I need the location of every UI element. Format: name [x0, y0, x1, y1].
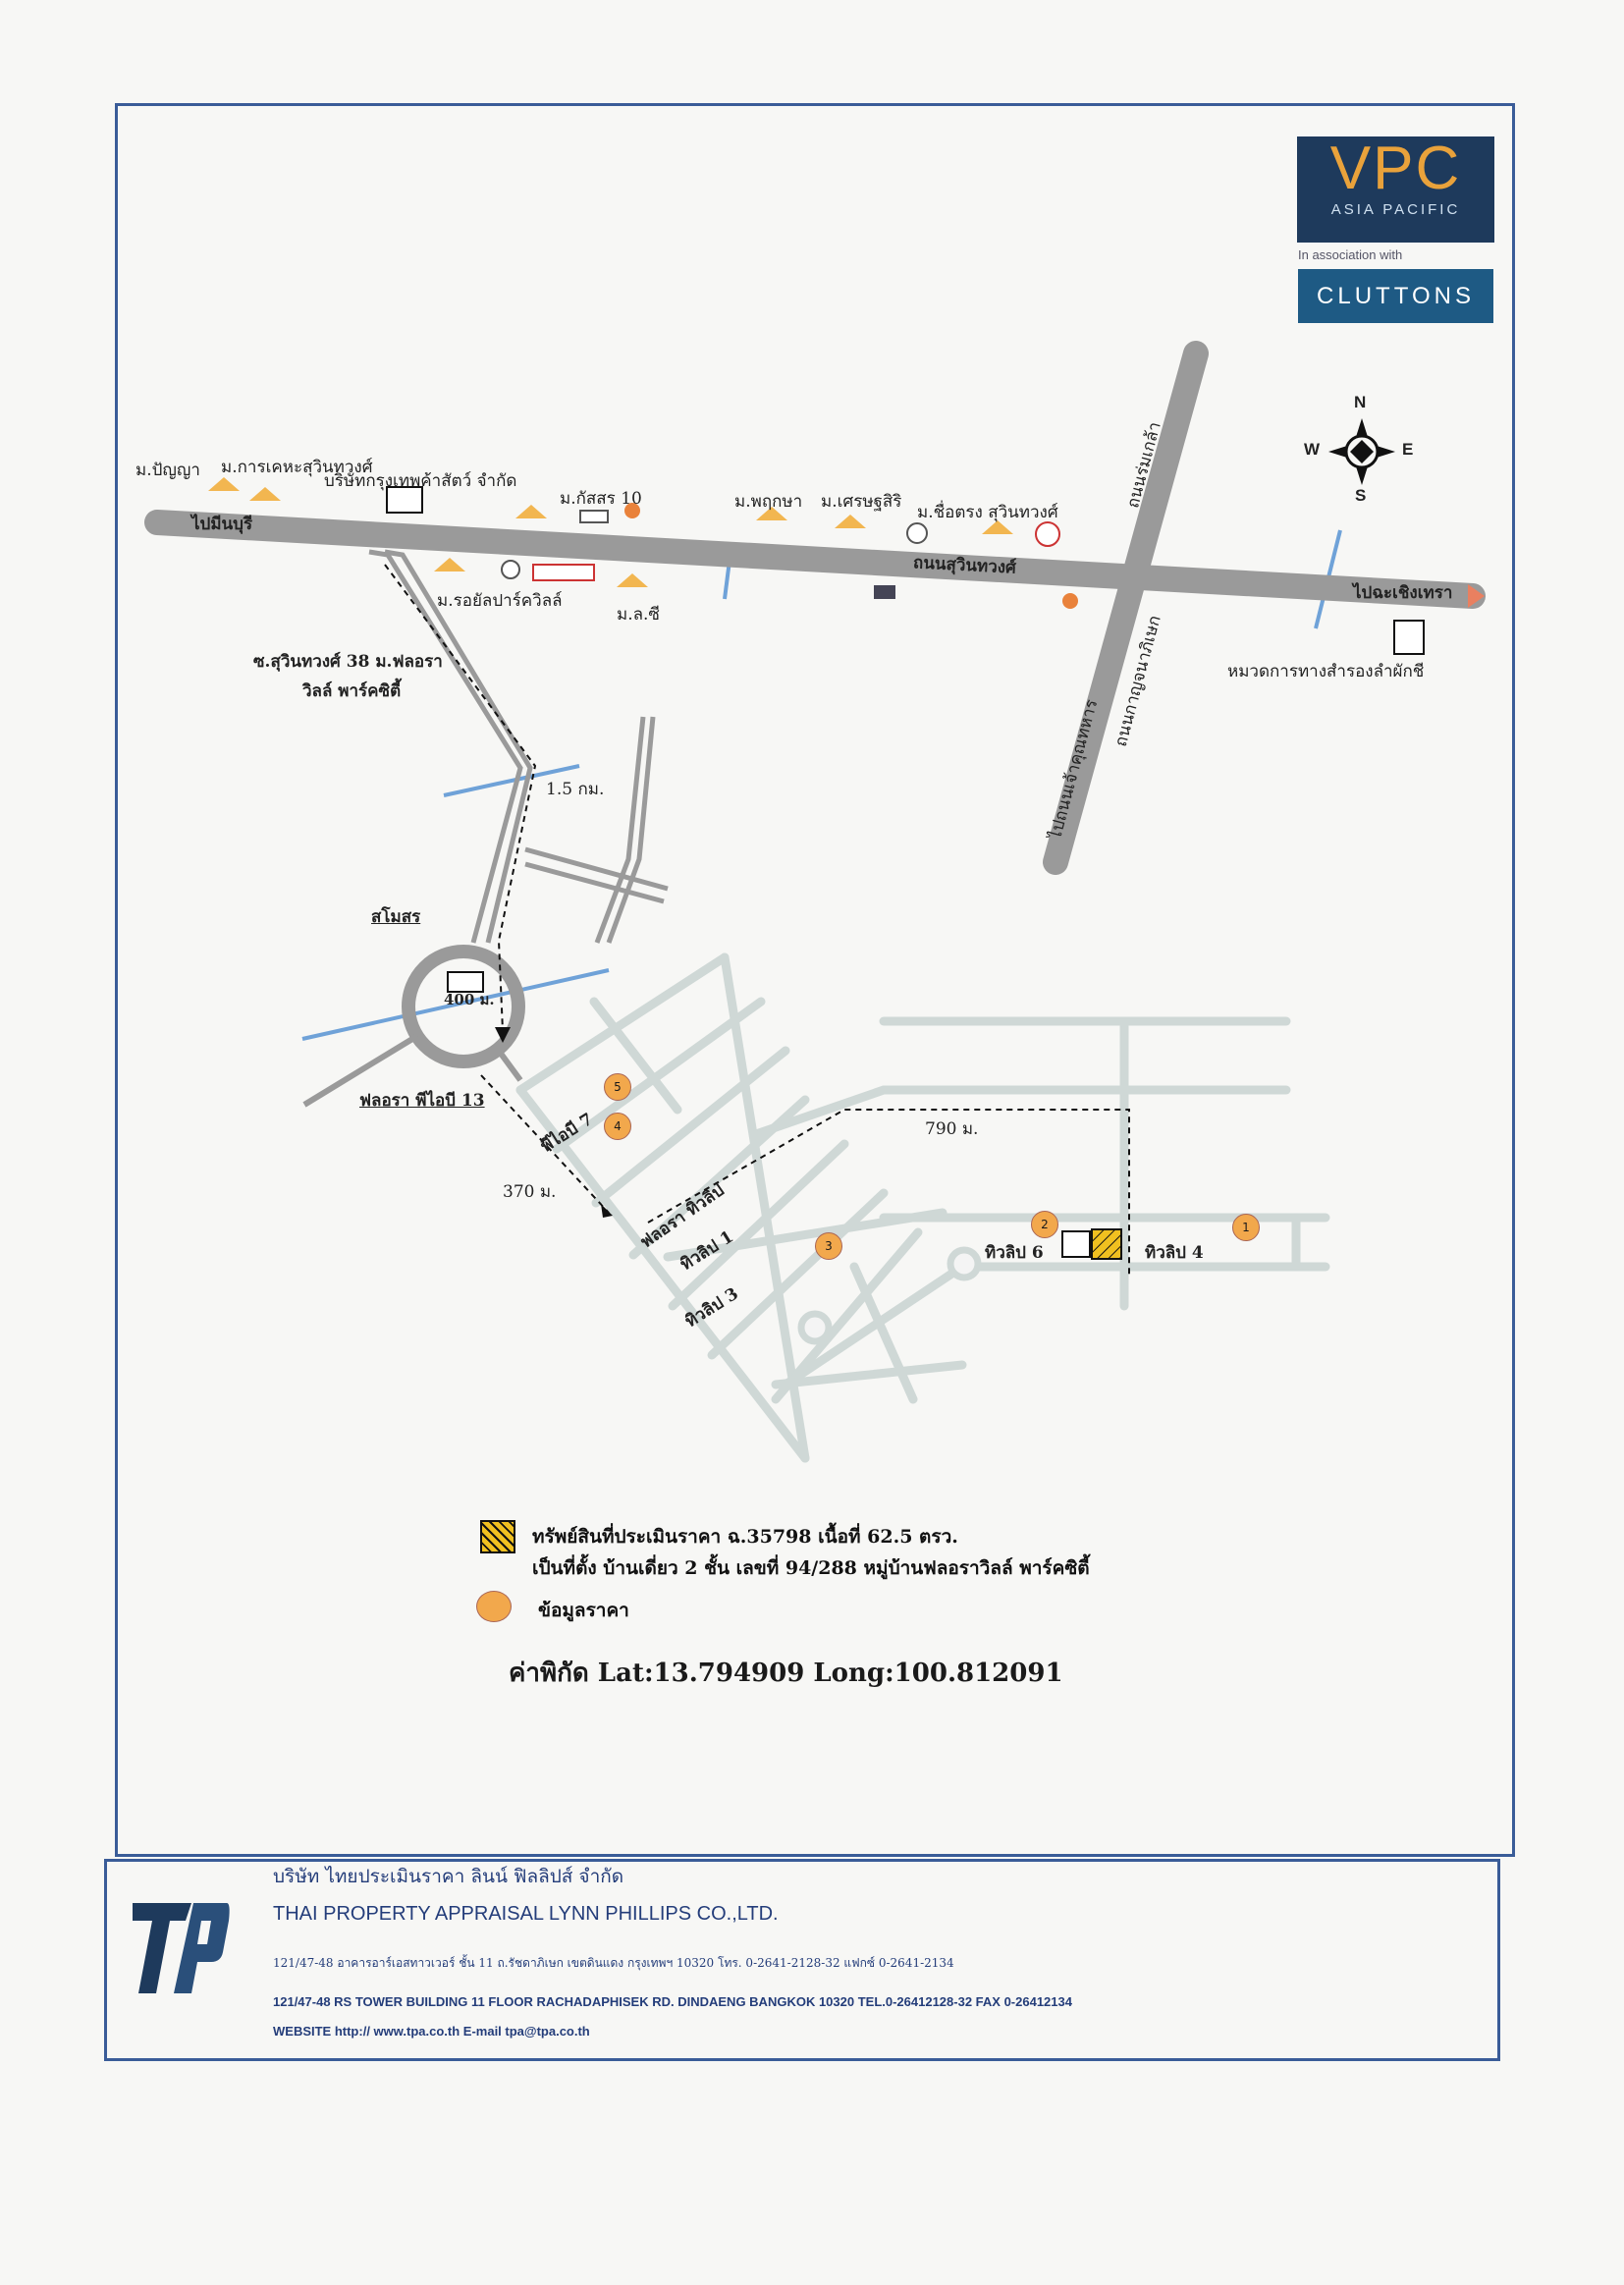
map-frame	[115, 103, 1515, 1857]
label-ban-suetrong: ม.ชื่อตรง สุวินทวงศ์	[917, 503, 1058, 522]
label-flora-b13: ฟลอรา พีไอบี 13	[359, 1091, 485, 1111]
house-icon	[208, 477, 240, 491]
label-ban-kassara: ม.กัสสร 10	[560, 489, 642, 509]
route-lines	[384, 564, 1130, 1277]
label-ban-karnkeha: ม.การเคหะสุวินทวงศ์	[221, 458, 373, 477]
cluttons-logo: CLUTTONS	[1298, 269, 1493, 323]
highway-office-icon	[1393, 620, 1425, 655]
label-dist-370m: 370 ม.	[503, 1182, 557, 1202]
label-dist-1-5km: 1.5 กม.	[546, 780, 605, 799]
association-text: In association with	[1298, 247, 1403, 262]
gas-station-icon	[624, 503, 640, 518]
bank-icon	[906, 522, 928, 544]
price-marker-5: 5	[604, 1073, 631, 1101]
label-dist-400m: 400 ม.	[444, 991, 495, 1008]
label-highway-dept: หมวดการทางสำรองลำผักชี	[1227, 662, 1425, 681]
label-soi-38: ซ.สุวินทวงศ์ 38 ม.ฟลอรา	[253, 652, 443, 672]
tpa-logo-icon	[133, 1903, 230, 1993]
house-icon	[982, 520, 1013, 534]
compass-icon	[1328, 418, 1395, 485]
compass-s: S	[1355, 486, 1367, 505]
dealer-icon	[532, 564, 595, 581]
village-icons	[208, 477, 1013, 587]
price-marker-1: 1	[1232, 1214, 1260, 1241]
compass-e: E	[1402, 440, 1414, 459]
label-villa-park: วิลล์ พาร์คซิตี้	[302, 681, 402, 701]
village-grid	[515, 952, 1330, 1463]
diagonal-road	[1043, 341, 1209, 875]
label-tivilip-4: ทิวลิป 4	[1145, 1243, 1204, 1263]
label-ban-settasiri: ม.เศรษฐสิริ	[821, 492, 902, 512]
atm-icon	[874, 585, 895, 599]
label-company: บริษัทกรุงเทพค้าสัตว์ จำกัด	[324, 471, 517, 491]
label-club: สโมสร	[371, 907, 421, 927]
label-to-minburi: ไปมีนบุรี	[191, 515, 253, 534]
house-icon	[249, 487, 281, 501]
footer-website: WEBSITE http:// www.tpa.co.th E-mail tpa…	[273, 2024, 590, 2039]
legend-price-data: ข้อมูลราคา	[538, 1600, 629, 1621]
house-icon	[835, 515, 866, 528]
label-tivilip-6: ทิวลิป 6	[985, 1243, 1044, 1263]
footer-name-th: บริษัท ไทยประเมินราคา ลินน์ ฟิลลิปส์ จำก…	[273, 1866, 624, 1887]
footer-address-th: 121/47-48 อาคารอาร์เอสทาวเวอร์ ชั้น 11 ถ…	[273, 1956, 954, 1970]
road-arrow-icon	[1468, 584, 1485, 608]
shop-icon	[1035, 521, 1060, 547]
label-road-main: ถนนสุวินทวงศ์	[912, 553, 1017, 578]
label-royal-park: ม.รอยัลปาร์ควิลล์	[437, 591, 563, 611]
vpc-main: VPC	[1329, 135, 1462, 202]
vpc-logo: VPC ASIA PACIFIC	[1297, 136, 1494, 243]
label-ban-pruksa: ม.พฤกษา	[734, 492, 803, 512]
gas-station-icon	[1062, 593, 1078, 609]
main-road	[144, 510, 1486, 609]
store-icon	[579, 510, 609, 523]
soi-38	[368, 549, 669, 944]
compass-w: W	[1304, 440, 1321, 459]
compass-n: N	[1354, 393, 1367, 411]
house-icon	[515, 505, 547, 518]
canal-1	[443, 764, 580, 797]
label-ban-panya: ม.ปัญญา	[135, 461, 200, 480]
coordinates-label: ค่าพิกัด Lat:13.794909 Long:100.812091	[509, 1659, 1063, 1688]
legend-property-line2: เป็นที่ตั้ง บ้านเดี่ยว 2 ชั้น เลขที่ 94/…	[532, 1557, 1090, 1579]
house-icon	[434, 558, 465, 571]
footer-name-en: THAI PROPERTY APPRAISAL LYNN PHILLIPS CO…	[273, 1903, 779, 1925]
house-icon	[756, 507, 787, 520]
small-roundabout-2	[797, 1310, 833, 1345]
roundabout	[402, 945, 525, 1068]
small-roundabout-1	[947, 1246, 982, 1281]
price-marker-4: 4	[604, 1113, 631, 1140]
neighbor-plot	[1061, 1230, 1091, 1258]
price-marker-2: 2	[1031, 1211, 1058, 1238]
legend-property-line1: ทรัพย์สินที่ประเมินราคา ฉ.35798 เนื้อที่…	[532, 1526, 958, 1548]
bank-icon	[501, 560, 520, 579]
footer-address-en: 121/47-48 RS TOWER BUILDING 11 FLOOR RAC…	[273, 1994, 1072, 2009]
price-marker-3: 3	[815, 1232, 842, 1260]
label-dist-790m: 790 ม.	[925, 1119, 979, 1139]
footer-box	[104, 1859, 1500, 2061]
company-building-icon	[386, 486, 423, 514]
subject-property	[1091, 1228, 1122, 1260]
vpc-sub: ASIA PACIFIC	[1330, 201, 1461, 218]
club-building-icon	[447, 971, 484, 993]
label-to-chachoengsao: ไปฉะเชิงเทรา	[1353, 583, 1453, 603]
legend-property-swatch	[480, 1520, 515, 1553]
house-icon	[617, 573, 648, 587]
label-ban-lc: ม.ล.ซี	[617, 605, 660, 625]
canal-2	[301, 968, 610, 1041]
legend-price-swatch	[476, 1591, 512, 1622]
